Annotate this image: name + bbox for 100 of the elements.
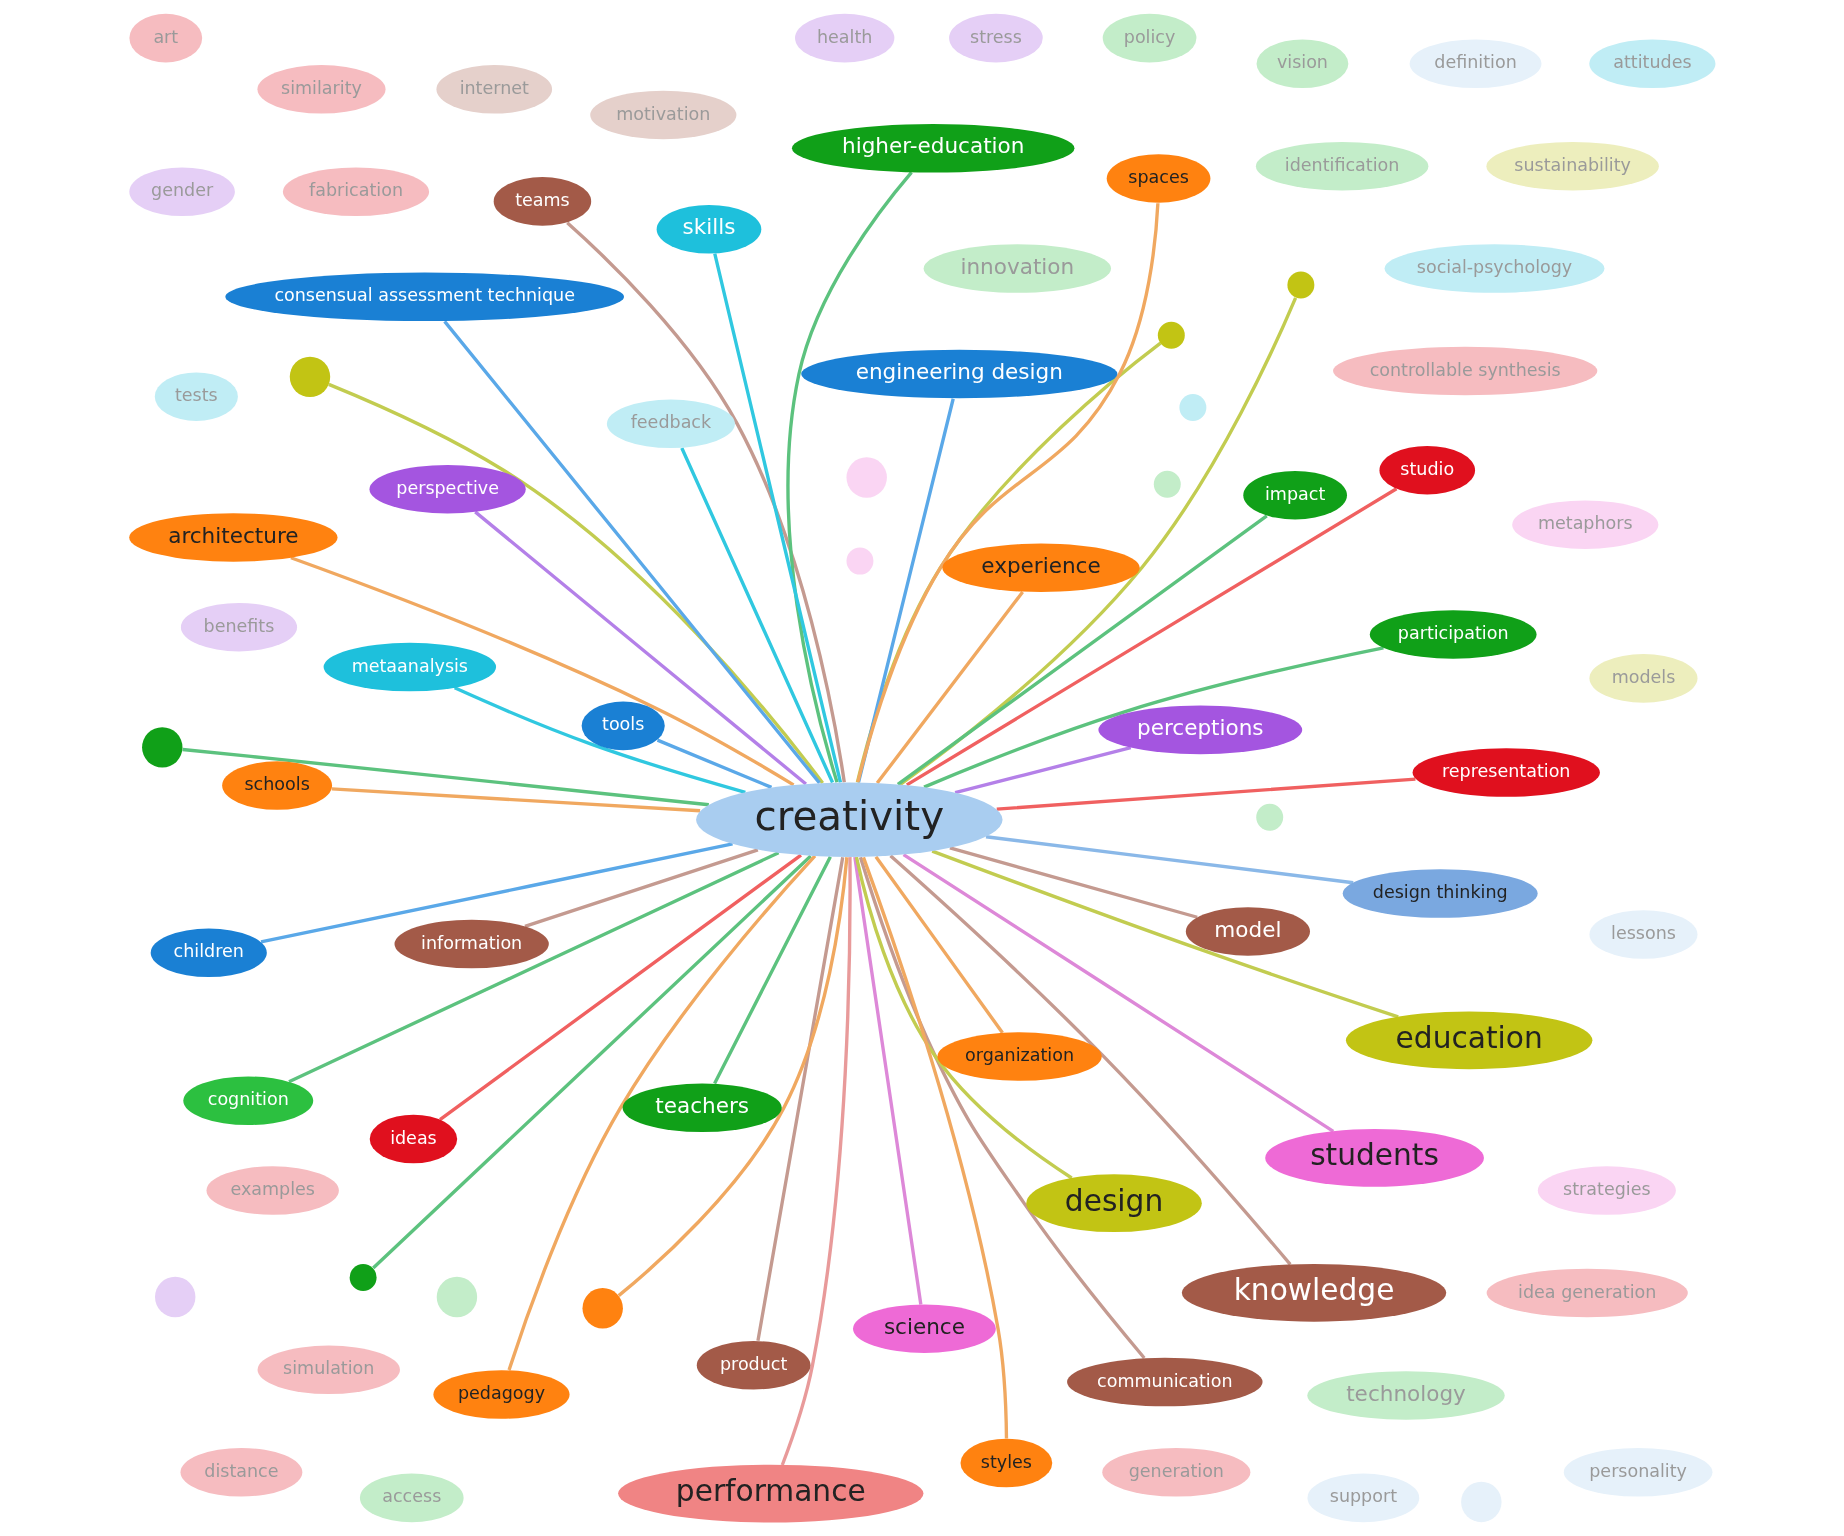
connector	[442, 320, 821, 784]
node-ellipse: metaanalysis	[323, 642, 496, 692]
node-ellipse: feedback	[606, 399, 735, 449]
node-ellipse: spaces	[1106, 154, 1210, 203]
node-ellipse: schools	[221, 761, 332, 810]
node-circle	[845, 547, 873, 575]
node-ellipse: architecture	[128, 513, 338, 562]
node-ellipse: lessons	[1588, 910, 1697, 959]
node-ellipse: consensual assessment technique	[224, 272, 624, 322]
node-ellipse: art	[128, 13, 202, 63]
node-ellipse: organization	[936, 1032, 1102, 1081]
connector	[712, 856, 832, 1085]
node-circle	[289, 356, 330, 398]
connector	[289, 556, 794, 787]
connector	[922, 646, 1384, 789]
node-ellipse: strategies	[1537, 1166, 1676, 1215]
node-ellipse: cognition	[182, 1076, 313, 1125]
node-ellipse: design	[1025, 1174, 1202, 1233]
node-ellipse: performance	[617, 1464, 923, 1523]
node-ellipse: skills	[656, 205, 761, 254]
node-circle	[1255, 803, 1283, 831]
node-ellipse: health	[794, 13, 894, 63]
connector	[617, 857, 849, 1297]
node-ellipse: identification	[1255, 141, 1428, 191]
node-circle	[141, 727, 182, 768]
connector	[861, 856, 1008, 1439]
node-ellipse: studio	[1378, 445, 1475, 495]
node-ellipse: participation	[1369, 610, 1537, 659]
node-circle	[436, 1276, 477, 1318]
node-ellipse: idea generation	[1486, 1268, 1688, 1318]
node-ellipse: children	[150, 928, 267, 978]
node-ellipse: design thinking	[1342, 869, 1538, 918]
connector	[712, 253, 842, 783]
connector	[260, 842, 733, 944]
connector	[874, 855, 1004, 1034]
connector	[855, 203, 1160, 783]
node-ellipse: sustainability	[1485, 141, 1659, 191]
node-ellipse: perceptions	[1097, 705, 1302, 755]
node-ellipse: teams	[493, 177, 591, 226]
node-ellipse: benefits	[180, 602, 297, 652]
node-ellipse: engineering design	[800, 349, 1117, 399]
connector	[931, 849, 1399, 1019]
connector	[371, 854, 812, 1270]
connector	[523, 848, 758, 929]
node-ellipse: controllable synthesis	[1332, 346, 1597, 396]
node-ellipse: models	[1588, 654, 1697, 703]
node-ellipse: styles	[960, 1438, 1052, 1488]
connector	[858, 856, 1146, 1360]
connector	[438, 853, 802, 1121]
node-ellipse: generation	[1101, 1448, 1250, 1497]
connector	[181, 747, 709, 807]
node-circle	[1153, 470, 1181, 498]
connector	[996, 777, 1416, 811]
connector	[453, 686, 746, 794]
node-ellipse: definition	[1409, 39, 1541, 88]
node-circle	[1157, 321, 1185, 349]
node-ellipse: distance	[180, 1448, 302, 1497]
node-circle	[349, 1263, 377, 1291]
node-circle	[1178, 393, 1206, 421]
connector	[905, 487, 1397, 787]
connector	[506, 854, 816, 1371]
node-ellipse: perspective	[369, 464, 526, 514]
node-ellipse: support	[1306, 1473, 1419, 1523]
node-ellipse: higher-education	[791, 124, 1074, 173]
connector	[896, 514, 1268, 786]
node-ellipse: impact	[1242, 470, 1347, 520]
node-ellipse: attitudes	[1588, 39, 1715, 88]
node-ellipse: examples	[206, 1166, 339, 1215]
connector	[331, 787, 700, 813]
node-ellipse: representation	[1412, 748, 1600, 797]
connector	[780, 857, 852, 1466]
node-ellipse: product	[696, 1341, 810, 1390]
connector	[679, 447, 834, 784]
connector	[287, 851, 779, 1084]
connector	[898, 297, 1297, 786]
node-ellipse: communication	[1066, 1357, 1263, 1407]
node-ellipse: technology	[1306, 1371, 1505, 1420]
connector	[855, 341, 1161, 783]
node-ellipse: experience	[941, 543, 1140, 593]
node-ellipse: simulation	[257, 1345, 400, 1395]
connector	[473, 510, 807, 786]
node-ellipse: access	[359, 1473, 464, 1523]
connector	[888, 854, 1292, 1266]
node-ellipse: motivation	[589, 90, 736, 140]
connector	[852, 856, 922, 1305]
node-ellipse: ideas	[369, 1114, 457, 1164]
node-ellipse: social-psychology	[1384, 244, 1604, 293]
node-ellipse: internet	[435, 65, 552, 114]
node-ellipse: tools	[581, 701, 665, 751]
connector	[985, 835, 1353, 885]
node-ellipse: students	[1264, 1129, 1484, 1187]
connector	[327, 382, 824, 784]
connector	[954, 746, 1131, 795]
node-ellipse: education	[1345, 1011, 1592, 1070]
node-circle	[845, 457, 887, 498]
node-ellipse: tests	[154, 372, 238, 421]
node-ellipse: gender	[128, 167, 235, 217]
connector	[856, 398, 955, 783]
connector	[755, 856, 844, 1342]
node-circle	[582, 1288, 623, 1329]
